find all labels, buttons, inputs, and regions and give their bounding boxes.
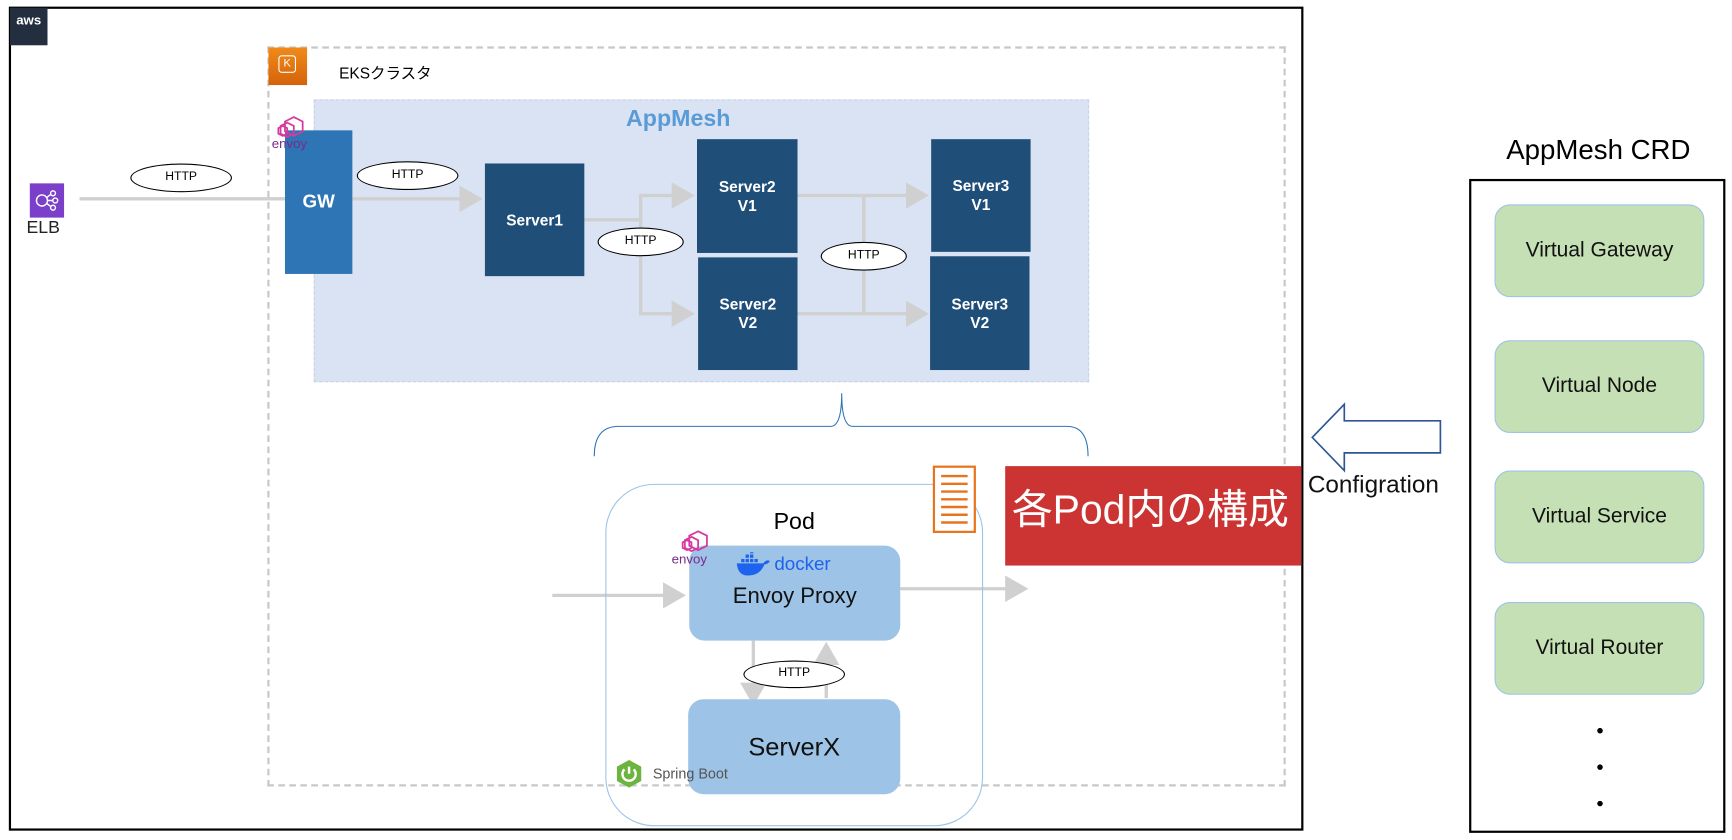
crd-item-virtual-gateway[interactable]: Virtual Gateway — [1494, 204, 1705, 298]
envoy-logo-icon: envoy — [272, 115, 316, 159]
server3-v1-node[interactable]: Server3 V1 — [931, 139, 1031, 252]
gateway-label: GW — [302, 191, 335, 213]
docker-logo-icon: docker — [736, 550, 846, 579]
serverx-label: ServerX — [748, 731, 841, 761]
serverx-container[interactable]: ServerX — [688, 699, 901, 795]
envoy-proxy-container[interactable]: Envoy Proxy — [689, 545, 901, 641]
configuration-label: Configration — [1307, 470, 1439, 499]
eks-cluster-label: EKSクラスタ — [339, 64, 432, 82]
gateway-node[interactable]: GW — [284, 130, 353, 274]
aws-logo-icon: aws — [9, 7, 48, 46]
more-dot — [1597, 764, 1603, 770]
spring-boot-icon — [616, 759, 642, 788]
server3-v2-node[interactable]: Server3 V2 — [930, 256, 1030, 371]
pod-detail-brace — [593, 393, 1089, 457]
http-label-proxy-app: HTTP — [743, 660, 846, 689]
crd-item-label: Virtual Gateway — [1525, 238, 1674, 262]
http-label-gw-server1: HTTP — [356, 161, 459, 190]
crd-item-label: Virtual Service — [1531, 504, 1667, 528]
http-label-elb-gw: HTTP — [130, 163, 232, 193]
pod-detail-callout: 各Pod内の構成 — [1005, 466, 1302, 566]
server2-v2-node[interactable]: Server2 V2 — [698, 257, 798, 371]
crd-item-virtual-router[interactable]: Virtual Router — [1494, 602, 1705, 695]
pod-envoy-logo-icon: envoy — [672, 529, 716, 573]
spring-boot-logo: Spring Boot — [614, 759, 769, 788]
server1-to-server2v1-line — [584, 182, 695, 222]
pod-label: Pod — [773, 509, 815, 535]
configuration-arrow-icon — [1311, 402, 1442, 473]
http-label-server1-server2: HTTP — [597, 227, 684, 257]
pod-container — [605, 483, 984, 827]
envoy-wordmark: envoy — [271, 135, 308, 152]
appmesh-title: AppMesh — [626, 106, 731, 132]
spring-boot-label: Spring Boot — [652, 764, 728, 782]
pod-envoy-wordmark: envoy — [671, 551, 707, 567]
more-dot — [1597, 727, 1603, 734]
server2-v1-node[interactable]: Server2 V1 — [697, 139, 798, 253]
elb-icon — [29, 183, 65, 218]
aws-cloud-frame — [8, 6, 1304, 831]
crd-title: AppMesh CRD — [1506, 134, 1691, 166]
server1-node[interactable]: Server1 — [484, 163, 585, 277]
http-label-server2-server3: HTTP — [820, 241, 907, 271]
crd-item-virtual-node[interactable]: Virtual Node — [1494, 340, 1705, 434]
elb-label: ELB — [26, 218, 60, 238]
crd-item-label: Virtual Node — [1541, 374, 1658, 398]
crd-item-label: Virtual Router — [1535, 636, 1664, 660]
docker-wordmark: docker — [774, 553, 831, 575]
eks-kubernetes-icon — [268, 47, 308, 86]
more-dot — [1597, 800, 1603, 807]
envoy-proxy-label: Envoy Proxy — [732, 584, 857, 609]
crd-panel — [1469, 178, 1726, 833]
config-document-icon — [932, 465, 976, 533]
crd-item-virtual-service[interactable]: Virtual Service — [1494, 470, 1705, 564]
